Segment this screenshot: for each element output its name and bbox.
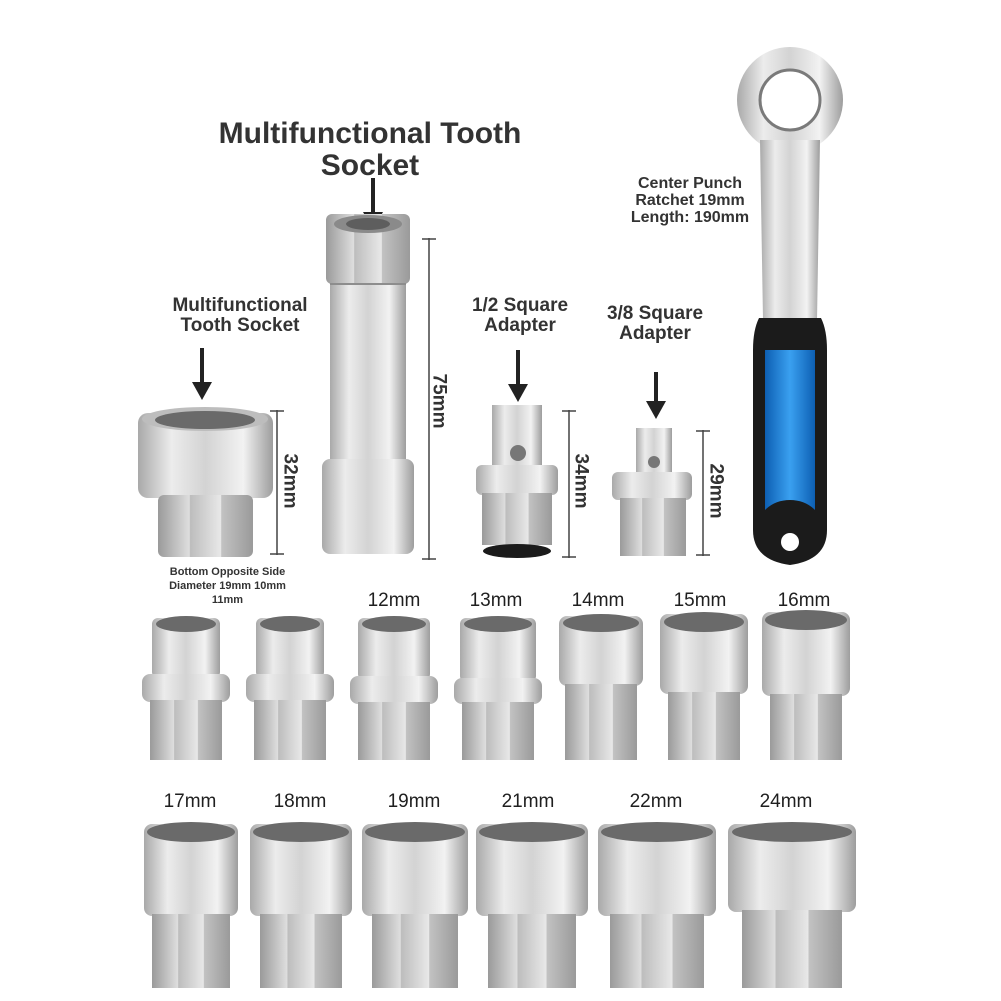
socket-image <box>144 822 238 988</box>
socket-size-label: 24mm <box>759 791 813 812</box>
socket-size-label: 13mm <box>469 590 523 611</box>
socket-size-label: 17mm <box>163 791 217 812</box>
socket-image <box>246 616 334 760</box>
arrow-down-icon <box>192 348 212 400</box>
three-eighth-adapter-image <box>612 428 692 556</box>
socket-image <box>762 610 850 760</box>
small-socket-image <box>138 407 273 557</box>
three-eighth-adapter-title: 3/8 Square Adapter <box>606 303 704 344</box>
ratchet-wrench-image <box>737 47 843 565</box>
socket-image <box>362 822 468 988</box>
socket-image <box>250 822 352 988</box>
socket-image <box>660 612 748 760</box>
dimension-line <box>696 430 710 556</box>
half-adapter-title: 1/2 Square Adapter <box>471 295 569 336</box>
socket-image <box>559 614 643 760</box>
small-socket-height: 32mm <box>279 453 301 509</box>
socket-size-label: 16mm <box>777 590 831 611</box>
socket-size-label: 14mm <box>571 590 625 611</box>
socket-size-label: 21mm <box>501 791 555 812</box>
socket-size-label: 15mm <box>673 590 727 611</box>
bottom-note-line1: Bottom Opposite Side <box>169 566 286 578</box>
socket-image <box>728 822 856 988</box>
socket-size-label: 22mm <box>629 791 683 812</box>
dimension-line <box>562 410 576 558</box>
ratchet-label-line2: Ratchet 19mm <box>635 191 745 209</box>
half-adapter-height: 34mm <box>570 453 592 509</box>
socket-image <box>476 822 588 988</box>
long-socket-image <box>322 214 414 554</box>
dimension-line <box>422 238 436 560</box>
socket-image <box>454 616 542 760</box>
bottom-note-line3: 11mm <box>211 593 244 606</box>
long-socket-height: 75mm <box>428 373 450 429</box>
socket-image <box>142 616 230 760</box>
socket-image <box>598 822 716 988</box>
socket-size-label: 12mm <box>367 590 421 611</box>
arrow-down-icon <box>508 350 528 402</box>
socket-size-label: 18mm <box>273 791 327 812</box>
socket-size-label: 19mm <box>387 791 441 812</box>
long-socket-title: Multifunctional Tooth Socket <box>218 117 522 182</box>
arrow-down-icon <box>646 372 666 419</box>
socket-image <box>350 616 438 760</box>
ratchet-label-line1: Center Punch <box>637 175 742 192</box>
ratchet-label-line3: Length: 190mm <box>630 208 750 226</box>
ratchet-label: Center Punch Ratchet 19mm Length: 190mm <box>610 175 770 226</box>
half-adapter-image <box>476 405 558 558</box>
small-socket-title: Multifunctional Tooth Socket <box>172 295 308 336</box>
three-eighth-adapter-height: 29mm <box>705 463 727 519</box>
bottom-note: Bottom Opposite Side Diameter 19mm 10mm … <box>160 566 295 607</box>
dimension-line <box>270 410 284 555</box>
bottom-note-line2: Diameter 19mm 10mm <box>169 579 286 592</box>
